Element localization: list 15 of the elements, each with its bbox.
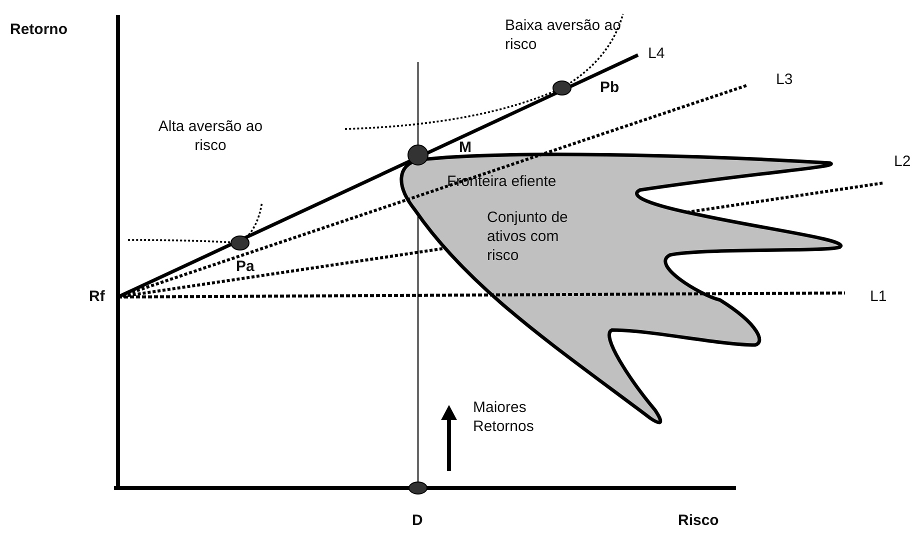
point-label: M: [459, 138, 472, 157]
curve-label: Alta aversão ao risco: [157, 117, 264, 155]
point-label: Rf: [89, 287, 106, 306]
point-label: Pa: [236, 257, 256, 276]
axis-label: Retorno: [10, 20, 68, 39]
point-label: D: [412, 511, 424, 530]
line-label: L1: [870, 287, 888, 306]
line-label: L3: [776, 70, 794, 89]
curve-label: Baixa aversão ao risco: [505, 16, 622, 54]
line-label: L4: [648, 44, 666, 63]
arrow-label: Maiores Retornos: [473, 398, 535, 436]
line-label: L2: [894, 152, 912, 171]
point-label: Pb: [600, 78, 620, 97]
axis-label: Risco: [678, 511, 720, 530]
region-label: Conjunto de ativos com risco: [487, 208, 569, 265]
